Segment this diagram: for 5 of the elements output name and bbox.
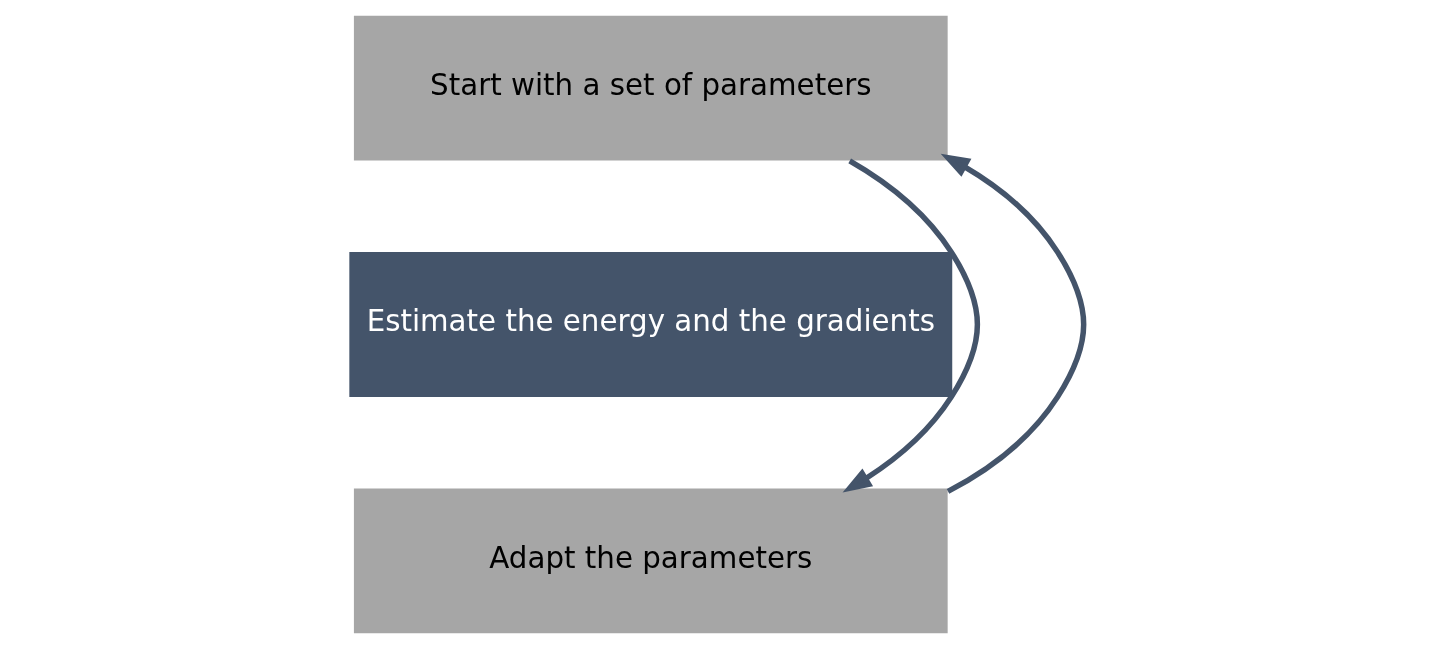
arrow [940,153,1087,494]
node-box: Adapt the parameters [353,488,948,634]
node-box: Start with a set of parameters [353,15,948,161]
node-box: Estimate the energy and the gradients [349,252,953,397]
arrow [842,158,981,493]
